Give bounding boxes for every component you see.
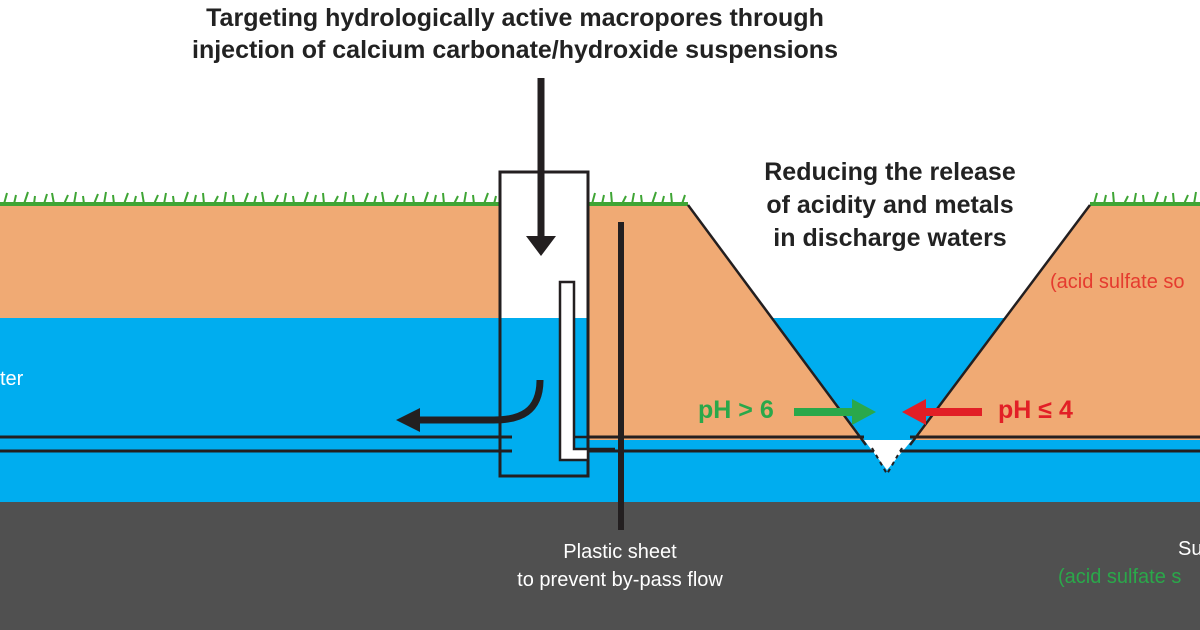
soil-layer-middle [588,205,864,440]
plastic-sheet-label: Plastic sheet to prevent by-pass flow [470,538,770,594]
drain-notch-outline [871,447,903,477]
soil-layer-right-label: (acid sulfate so [1050,271,1185,293]
injection-arrow-head [526,236,556,256]
plastic-sheet-line-2: to prevent by-pass flow [517,569,723,591]
ph-high-arrow-head [852,399,876,425]
soil-layer-left [0,205,500,318]
grass-strip [0,191,1200,206]
reducing-line-3: in discharge waters [773,224,1007,252]
water-layer-left-label: ter [0,368,24,390]
drain-pipe [0,435,1200,453]
subsoil-right-label: Su [1178,538,1200,560]
embankment-left-edge [686,204,868,446]
reducing-line-1: Reducing the release [764,158,1016,186]
ph-low-arrow-head [902,399,926,425]
ph-high-label: pH > 6 [698,396,774,424]
subsoil-right-note: (acid sulfate s [1058,566,1182,588]
embankment-right-edge [909,204,1091,446]
drain-channel [864,440,912,470]
outflow-arrow-curve [418,379,544,424]
reducing-release-caption: Reducing the release of acidity and meta… [700,156,1080,255]
reducing-line-2: of acidity and metals [766,191,1014,219]
ph-low-label: pH ≤ 4 [998,396,1073,424]
title-line-2: injection of calcium carbonate/hydroxide… [192,36,838,64]
diagram-title: Targeting hydrologically active macropor… [0,2,1030,66]
soil-layer-right [912,205,1200,440]
outflow-arrow-head [396,408,420,432]
plastic-sheet-line-1: Plastic sheet [563,541,677,563]
subsoil-layer [0,500,1200,630]
title-line-1: Targeting hydrologically active macropor… [206,4,824,32]
